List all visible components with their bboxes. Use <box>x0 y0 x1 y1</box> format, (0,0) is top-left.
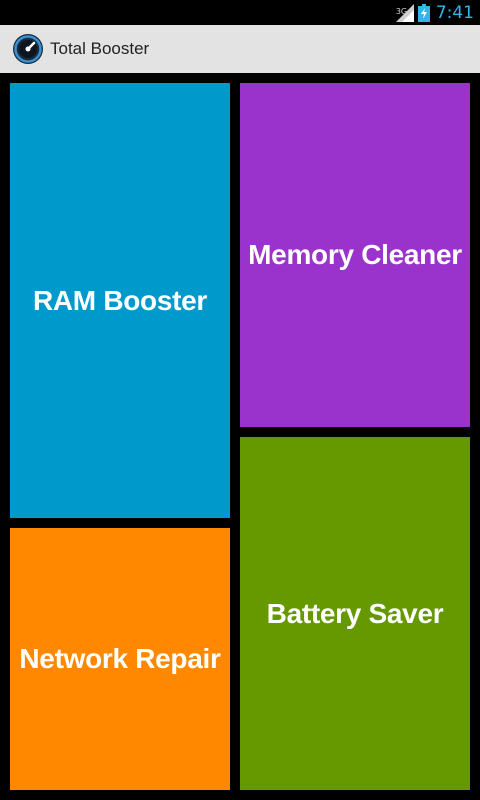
app-title: Total Booster <box>50 39 150 58</box>
tile-label: Memory Cleaner <box>248 239 462 270</box>
network-repair-tile[interactable]: Network Repair <box>10 528 230 790</box>
network-type-label: 3G <box>395 6 408 16</box>
speedometer-icon[interactable] <box>12 33 44 65</box>
signal-icon: 3G <box>395 3 414 22</box>
memory-cleaner-tile[interactable]: Memory Cleaner <box>240 83 470 427</box>
battery-saver-tile[interactable]: Battery Saver <box>240 437 470 790</box>
tile-label: Network Repair <box>19 643 221 674</box>
action-bar: Total Booster <box>0 25 480 73</box>
status-icons: 3G 7:41 <box>395 0 474 25</box>
ram-booster-tile[interactable]: RAM Booster <box>10 83 230 518</box>
status-bar: 3G 7:41 <box>0 0 480 25</box>
battery-charging-icon <box>417 3 430 22</box>
tile-label: Battery Saver <box>266 597 444 629</box>
tile-label: RAM Booster <box>32 284 208 316</box>
status-clock: 7:41 <box>435 2 474 23</box>
